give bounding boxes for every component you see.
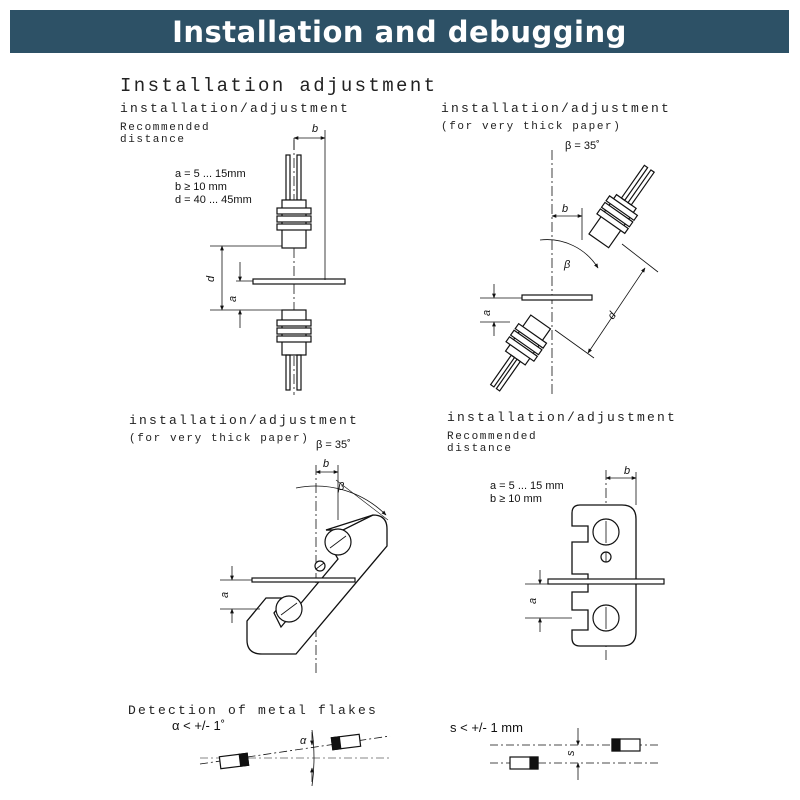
bl-note: α < +/- 1˚ [172, 718, 226, 733]
mr-fork-sensor-drawing [525, 470, 665, 660]
mr-spec-a: a = 5 ... 15 mm [490, 480, 564, 492]
mr-subheading-1: Recommended [447, 431, 538, 443]
mr-heading: installation/adjustment [447, 410, 678, 425]
bl-label-alpha: α [300, 735, 307, 747]
tl-spec-b: b ≥ 10 mm [175, 181, 227, 193]
mr-label-a: a [527, 598, 539, 604]
tr-sensor-drawing [480, 150, 659, 395]
mr-subheading-2: distance [447, 443, 513, 455]
ml-label-a: a [219, 592, 231, 598]
tl-spec-d: d = 40 ... 45mm [175, 194, 252, 206]
ml-fork-sensor-drawing [220, 465, 389, 675]
header-banner: Installation and debugging [10, 10, 789, 53]
mr-label-b: b [624, 465, 630, 477]
tl-label-b: b [312, 123, 318, 135]
mr-spec-b: b ≥ 10 mm [490, 493, 542, 505]
tl-subheading-2: distance [120, 134, 186, 146]
tl-sensor-drawing [210, 130, 346, 395]
tr-beta-note: β = 35˚ [565, 140, 600, 152]
bl-metal-flakes-drawing [199, 729, 391, 787]
tr-label-b: b [562, 203, 568, 215]
br-note: s < +/- 1 mm [450, 720, 523, 735]
section-title: Installation adjustment [120, 75, 438, 97]
ml-subheading: (for very thick paper) [129, 433, 310, 445]
br-offset-drawing [490, 728, 660, 780]
br-label-s: s [565, 750, 577, 756]
tl-label-a: a [227, 296, 239, 302]
banner-title: Installation and debugging [172, 14, 627, 49]
tr-heading: installation/adjustment [441, 101, 672, 116]
tr-label-a: a [481, 310, 493, 316]
tl-heading: installation/adjustment [120, 101, 351, 116]
tr-subheading: (for very thick paper) [441, 121, 622, 133]
tr-label-beta: β [563, 259, 571, 271]
tr-label-d: d [606, 309, 620, 322]
tl-subheading-1: Recommended [120, 122, 211, 134]
tl-spec-a: a = 5 ... 15mm [175, 168, 246, 180]
ml-beta-note: β = 35˚ [316, 439, 351, 451]
tl-label-d: d [205, 275, 217, 282]
bl-heading: Detection of metal flakes [128, 703, 379, 718]
ml-heading: installation/adjustment [129, 413, 360, 428]
ml-label-beta: β [337, 481, 345, 493]
ml-label-b: b [323, 458, 329, 470]
